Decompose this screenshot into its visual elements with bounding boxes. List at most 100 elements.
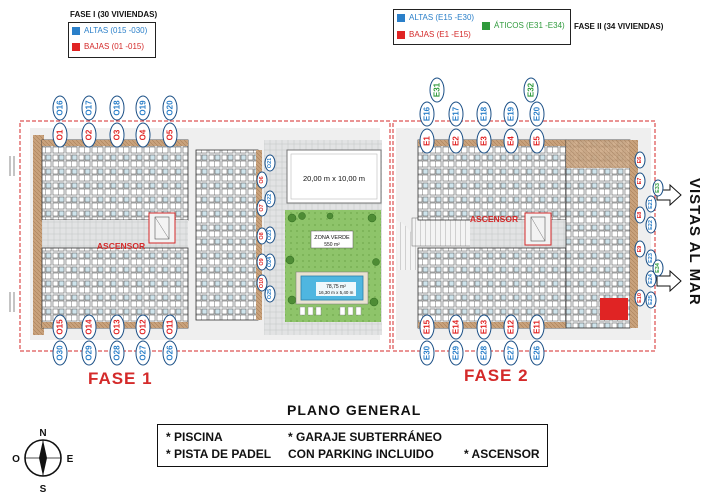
unit-marker-label: E17 <box>452 106 461 121</box>
unit-marker-label: E27 <box>507 345 516 360</box>
unit-marker-o1: O1 <box>52 122 68 148</box>
legend-fase2-bajas-label: BAJAS (E1 -E15) <box>409 30 471 39</box>
unit-marker-label: E33 <box>655 183 661 193</box>
unit-marker-e4: E4 <box>503 128 519 154</box>
unit-marker-label: O5 <box>166 129 175 140</box>
unit-marker-o6: O6 <box>256 171 268 189</box>
unit-marker-e15: E15 <box>419 314 435 340</box>
corridor-phase2 <box>470 220 566 248</box>
unit-marker-label: O15 <box>56 319 65 335</box>
unit-marker-o18: O18 <box>109 95 125 121</box>
padel-court <box>286 149 382 204</box>
unit-marker-e13: E13 <box>476 314 492 340</box>
trees <box>285 212 380 307</box>
unit-marker-e28: E28 <box>476 340 492 366</box>
unit-marker-ring <box>503 340 519 366</box>
zona-verde-label: ZONA VERDE <box>314 235 350 241</box>
unit-marker-label: O17 <box>85 100 94 116</box>
unit-marker-o3: O3 <box>109 122 125 148</box>
unit-marker-ring <box>503 128 519 154</box>
unit-marker-label: O4 <box>139 129 148 140</box>
building-block-east <box>565 139 631 329</box>
unit-marker-label: O27 <box>139 345 148 361</box>
unit-marker-label: O9 <box>259 258 265 265</box>
unit-marker-ring <box>448 101 464 127</box>
unit-marker-ring <box>256 199 268 217</box>
unit-marker-ring <box>264 154 276 172</box>
legend-fase1-title: FASE I (30 VIVIENDAS) <box>70 10 158 19</box>
unit-marker-label: O30 <box>56 345 65 361</box>
unit-marker-label: O22 <box>267 194 273 204</box>
unit-marker-label: E16 <box>423 106 432 121</box>
unit-marker-ring <box>529 340 545 366</box>
unit-marker-e31: E31 <box>429 77 445 103</box>
unit-marker-e16: E16 <box>419 101 435 127</box>
unit-marker-o19: O19 <box>135 95 151 121</box>
unit-marker-o20: O20 <box>162 95 178 121</box>
unit-marker-e24: E24 <box>645 270 657 288</box>
unit-marker-label: O29 <box>85 345 94 361</box>
legend-fase2-altas-label: ALTAS (E15 -E30) <box>409 13 475 22</box>
unit-marker-e11: E11 <box>529 314 545 340</box>
unit-marker-ring <box>109 122 125 148</box>
unit-marker-ring <box>523 77 539 103</box>
pool-dims: 16,30 m x 5,40 m <box>319 290 354 295</box>
padel-court-label: 20,00 m x 10,00 m <box>303 174 365 183</box>
unit-marker-label: E22 <box>648 220 654 230</box>
unit-marker-e6: E6 <box>634 151 646 169</box>
unit-marker-e7: E7 <box>634 172 646 190</box>
unit-marker-label: O21 <box>267 158 273 168</box>
unit-marker-ring <box>81 122 97 148</box>
unit-marker-ring <box>476 128 492 154</box>
unit-marker-e25: E25 <box>645 291 657 309</box>
unit-marker-ring <box>109 95 125 121</box>
legend-fase2-aticos-label: ÁTICOS (E31 -E34) <box>494 21 565 30</box>
unit-marker-ring <box>256 274 268 292</box>
unit-marker-ring <box>135 95 151 121</box>
compass-s: S <box>40 484 47 495</box>
legend-fase2-title: FASE II (34 VIVIENDAS) <box>574 22 664 31</box>
unit-marker-label: E25 <box>648 295 654 305</box>
unit-marker-ring <box>162 340 178 366</box>
unit-marker-e17: E17 <box>448 101 464 127</box>
unit-marker-label: O11 <box>166 319 175 334</box>
unit-marker-ring <box>419 340 435 366</box>
unit-marker-ring <box>645 270 657 288</box>
unit-marker-label: E13 <box>480 319 489 334</box>
unit-marker-ring <box>634 206 646 224</box>
elevator-phase2 <box>524 212 552 246</box>
unit-marker-o17: O17 <box>81 95 97 121</box>
zona-verde-area: 550 m² <box>324 242 340 248</box>
building-block-se <box>417 247 567 329</box>
unit-marker-ring <box>419 314 435 340</box>
unit-marker-e14: E14 <box>448 314 464 340</box>
amenity-padel: * PISTA DE PADEL <box>166 447 272 461</box>
unit-marker-label: E21 <box>648 199 654 209</box>
unit-marker-o22: O22 <box>264 190 276 208</box>
building-block-ne <box>417 139 567 221</box>
access-ramp <box>396 220 419 270</box>
unit-marker-e5: E5 <box>529 128 545 154</box>
unit-marker-label: O19 <box>139 100 148 116</box>
unit-marker-label: E10 <box>637 293 643 303</box>
unit-marker-label: E30 <box>423 345 432 360</box>
unit-marker-e30: E30 <box>419 340 435 366</box>
amenities-box <box>157 424 548 467</box>
unit-marker-ring <box>135 340 151 366</box>
unit-marker-o7: O7 <box>256 199 268 217</box>
unit-marker-label: E12 <box>507 319 516 334</box>
unit-marker-o8: O8 <box>256 227 268 245</box>
ascensor-label-phase2: ASCENSOR <box>470 214 518 224</box>
green-zone <box>285 210 381 322</box>
unit-marker-label: E19 <box>507 106 516 121</box>
unit-marker-ring <box>419 101 435 127</box>
legend-fase2-box <box>393 9 571 45</box>
unit-marker-label: O14 <box>85 319 94 335</box>
unit-marker-label: E18 <box>480 106 489 121</box>
unit-marker-o4: O4 <box>135 122 151 148</box>
compass-n: N <box>39 428 46 439</box>
legend-fase2-bajas: BAJAS (E1 -E15) <box>397 30 471 39</box>
phase2-label: FASE 2 <box>464 366 529 385</box>
unit-marker-ring <box>264 285 276 303</box>
